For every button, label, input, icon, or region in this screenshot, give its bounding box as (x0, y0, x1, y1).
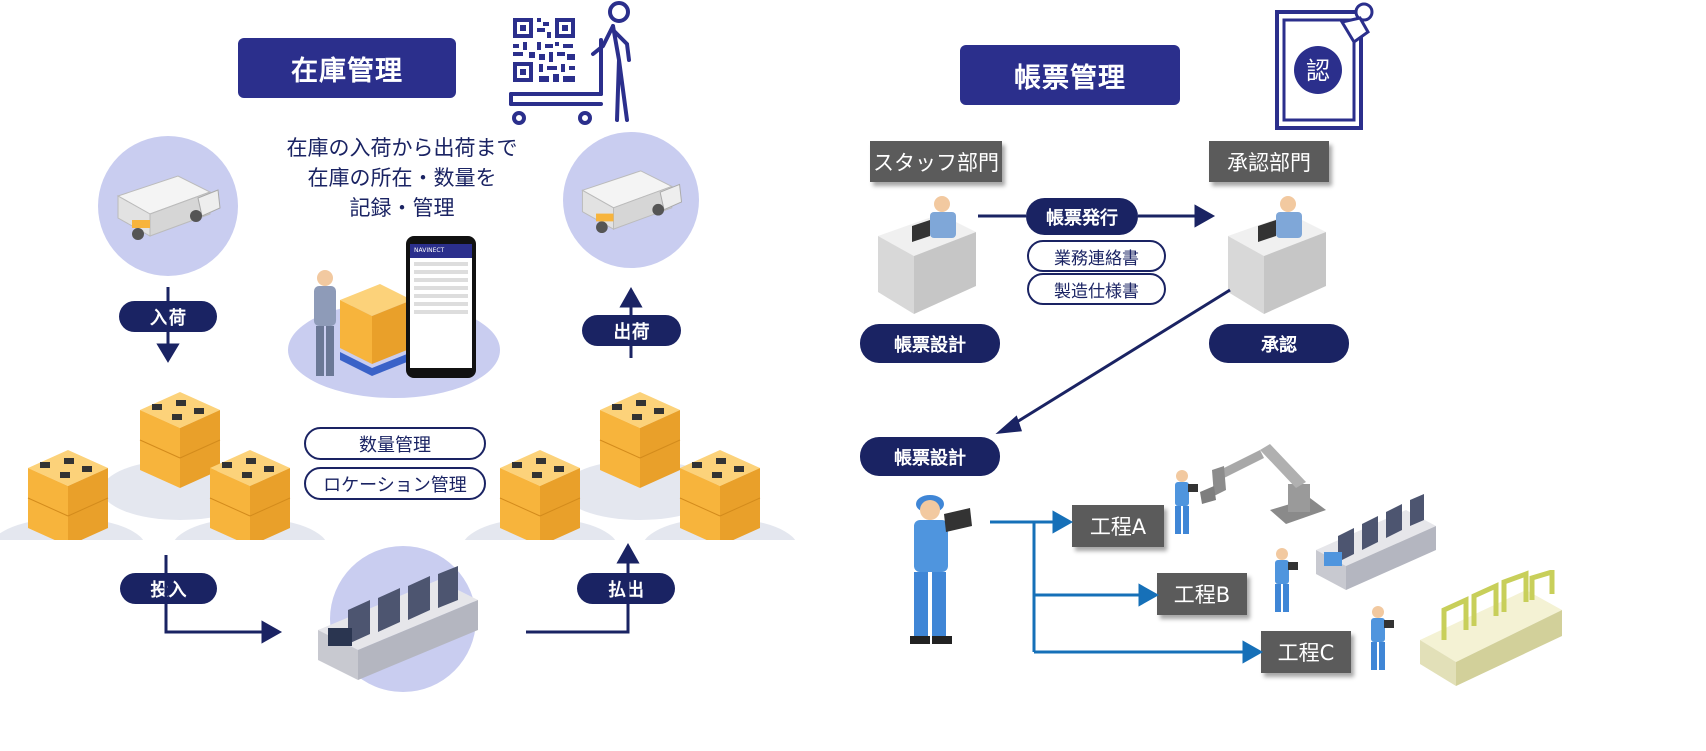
truck-icon (581, 170, 683, 234)
worker-b-icon (1275, 548, 1298, 612)
robot-arm-icon (1200, 444, 1326, 524)
staff-desk-worker (878, 196, 976, 314)
qr-cart-icon (509, 1, 631, 125)
inventory-title: 在庫管理 (238, 38, 456, 98)
press-machine-icon (1316, 494, 1436, 590)
quantity-management-label: 数量管理 (304, 427, 486, 460)
outbound-truck-circle (563, 132, 699, 268)
process-a-box: 工程A (1072, 505, 1164, 547)
approve-label: 承認 (1209, 324, 1349, 363)
stamp-character: 認 (1306, 57, 1330, 85)
form-issue-label: 帳票発行 (1026, 198, 1138, 235)
location-management-label: ロケーション管理 (304, 467, 486, 500)
form-design-top-label: 帳票設計 (860, 324, 1000, 363)
forms-title: 帳票管理 (960, 45, 1180, 105)
manufacturing-spec-label: 製造仕様書 (1027, 273, 1166, 305)
worker-c-icon (1371, 606, 1394, 670)
process-b-box: 工程B (1157, 573, 1247, 615)
process-c-box: 工程C (1261, 631, 1351, 673)
assembly-machine-icon (1420, 570, 1562, 686)
description-line-2: 在庫の所在・数量を (307, 166, 497, 190)
staff-department-box: スタッフ部門 (870, 141, 1002, 182)
truck-icon (116, 175, 221, 240)
approver-desk-worker (1228, 196, 1326, 314)
form-design-bottom-label: 帳票設計 (860, 437, 1000, 476)
inventory-description: 在庫の入荷から出荷まで 在庫の所在・数量を 記録・管理 (262, 133, 542, 223)
description-line-3: 記録・管理 (349, 196, 455, 220)
worker-a-icon (1175, 470, 1198, 534)
inbound-truck-circle (98, 136, 238, 276)
phone-device: NAVINECT (406, 236, 476, 378)
phone-app-header: NAVINECT (410, 244, 472, 258)
approval-stamp-icon: 認 (1275, 2, 1374, 130)
approval-department-box: 承認部門 (1209, 141, 1329, 182)
input-label: 投入 (120, 573, 217, 604)
printing-machine-icon (318, 566, 478, 680)
business-memo-label: 業務連絡書 (1027, 240, 1166, 272)
description-line-1: 在庫の入荷から出荷まで (286, 136, 518, 160)
worker-boxes-illustration (314, 270, 412, 376)
tablet-worker (910, 495, 972, 644)
dispense-label: 払出 (577, 573, 675, 604)
